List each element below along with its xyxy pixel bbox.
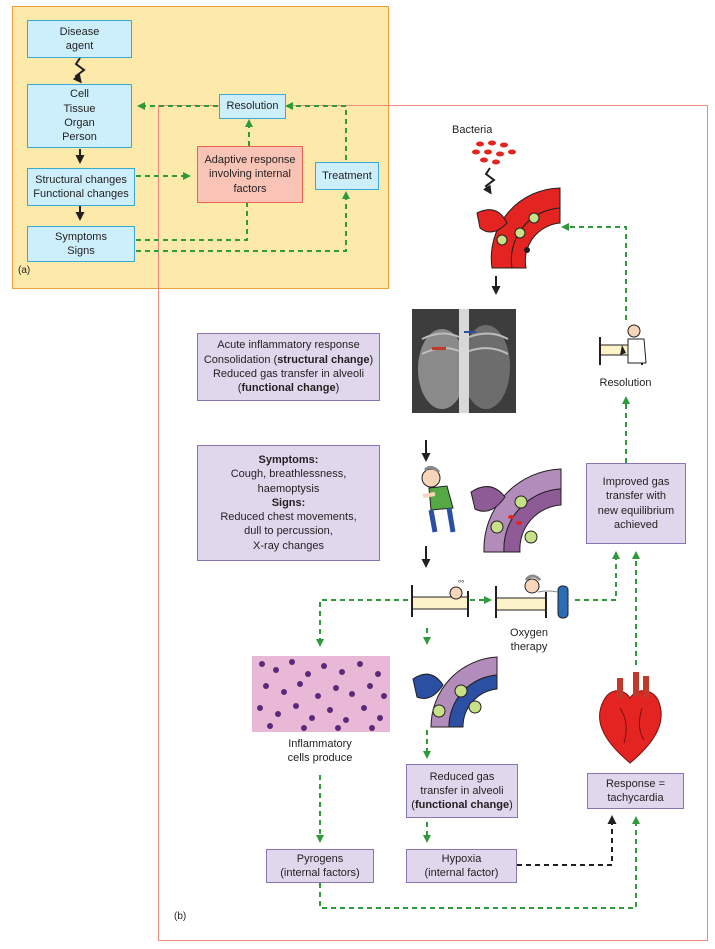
coughing-person-icon [421,466,456,533]
changes-box: Structural changes Functional changes [27,168,135,206]
reduced-line1: Reduced gas [429,770,495,783]
doctor-with-patient-icon [599,324,647,365]
response-line1: Response = [605,777,665,790]
bacteria-label: Bacteria [452,124,493,136]
blue-alveolus-icon [412,656,498,728]
oxygen-line2: therapy [510,641,548,654]
adaptive-response-box: Adaptive response involving internal fac… [197,146,303,203]
bacteria-icon [472,140,516,165]
acute-line2: Consolidation (structural change) [204,353,373,367]
disease-agent-box: Disease agent [27,20,132,58]
acute-line1: Acute inflammatory response [217,339,360,352]
signs-line3: X-ray changes [253,539,324,552]
treatment-label: Treatment [322,169,372,182]
panel-b [158,105,708,941]
acute-line4-bold: functional change [241,382,336,395]
arrow-hypoxia-to-response [517,815,617,866]
oxygen-therapy-label: Oxygen therapy [499,626,559,655]
disease-agent-line1: Disease [59,25,100,38]
arrow-symptoms-to-treatment [136,191,350,252]
reduced-line2: transfer in alveoli [420,784,504,797]
inflammatory-line1: Inflammatory [288,738,352,750]
hypoxia-box: Hypoxia (internal factor) [406,849,517,883]
acute-response-box: Acute inflammatory response Consolidatio… [197,333,380,401]
arrow-oxygen-to-improved [575,551,620,601]
patient-in-bed-icon: ᵒᵒ [411,578,469,617]
inflammatory-label: Inflammatory cells produce [275,737,365,766]
response-box: Response = tachycardia [587,773,684,809]
panel-a-label: (a) [18,265,31,276]
arrow-bed-to-pyrogens-path [316,599,408,647]
oxygen-line1: Oxygen [510,627,548,639]
acute-line3: Reduced gas transfer in alveoli [212,368,365,380]
signs-label: Signs [67,245,95,257]
symptoms-signs-box: Symptoms Signs [27,226,135,262]
histology-image [252,656,390,732]
level-person: Person [62,131,97,144]
acute-line2-pre: Consolidation ( [203,353,278,366]
treatment-box: Treatment [315,162,379,190]
hypoxia-line1: Hypoxia [441,852,482,865]
improved-line2: transfer with [606,490,666,503]
svg-text:ᵒᵒ: ᵒᵒ [458,578,465,587]
pyrogens-line2: (internal factors) [280,867,360,879]
level-tissue: Tissue [63,102,96,115]
symptoms-box: Symptoms: Cough, breathlessness, haemopt… [197,445,380,561]
disease-agent-line2: agent [65,40,94,52]
signs-heading: Signs: [271,496,306,509]
arrow-doctor-to-alveolus [561,223,627,320]
pyrogens-box: Pyrogens (internal factors) [266,849,374,883]
panel-b-label: (b) [174,911,187,922]
red-alveolus-icon [476,187,561,269]
acute-line2-bold: structural change [277,353,370,366]
cell-levels-box: Cell Tissue Organ Person [27,84,132,148]
improved-gas-box: Improved gas transfer with new equilibri… [586,463,686,544]
symptoms-label: Symptoms [55,230,107,243]
improved-line3: new equilibrium [597,504,675,517]
inflammatory-line2: cells produce [287,752,353,765]
oxygen-therapy-icon [495,574,569,619]
signs-line2: dull to percussion, [244,525,333,538]
resolution-box-a: Resolution [219,94,286,119]
response-line2: tachycardia [607,792,664,804]
reduced-line3-pre: ( [411,799,415,812]
adaptive-line3: factors [233,182,267,195]
acute-line4-pre: ( [237,382,242,395]
arrow-pyrogens-to-response [319,816,640,909]
structural-changes: Structural changes [35,173,127,186]
pyrogens-line1: Pyrogens [296,852,344,865]
improved-line4: achieved [613,518,659,531]
level-cell: Cell [70,88,89,101]
symptoms-line1: Cough, breathlessness, [230,468,347,481]
arrow-bacteria-to-alveolus [482,167,496,195]
acute-line4: (functional change) [238,381,339,395]
acute-line4-post: ) [335,382,340,395]
reduced-line3-bold: functional change [414,799,510,812]
reduced-gas-box: Reduced gas transfer in alveoli (functio… [406,764,518,818]
symptoms-heading: Symptoms: [258,453,319,466]
acute-line2-post: ) [369,353,374,366]
adaptive-line2: involving internal [209,168,291,181]
improved-line1: Improved gas [602,475,670,488]
functional-changes: Functional changes [33,188,129,200]
adaptive-line1: Adaptive response [204,154,296,167]
signs-line1: Reduced chest movements, [220,511,357,524]
reduced-line3: (functional change) [411,798,512,812]
xray-image [412,309,516,413]
level-organ: Organ [64,117,95,129]
symptoms-line2: haemoptysis [257,482,320,495]
purple-alveolus-icon [470,468,562,553]
hypoxia-line2: (internal factor) [424,867,499,879]
resolution-label-a: Resolution [226,100,279,113]
arrow-treatment-to-resolution [285,102,347,160]
arrow-symptoms-to-adaptive [136,192,251,241]
reduced-line3-post: ) [509,799,513,812]
heart-icon [599,672,662,764]
arrow-agent-to-cell [72,57,86,84]
resolution-label-b: Resolution [599,377,652,389]
